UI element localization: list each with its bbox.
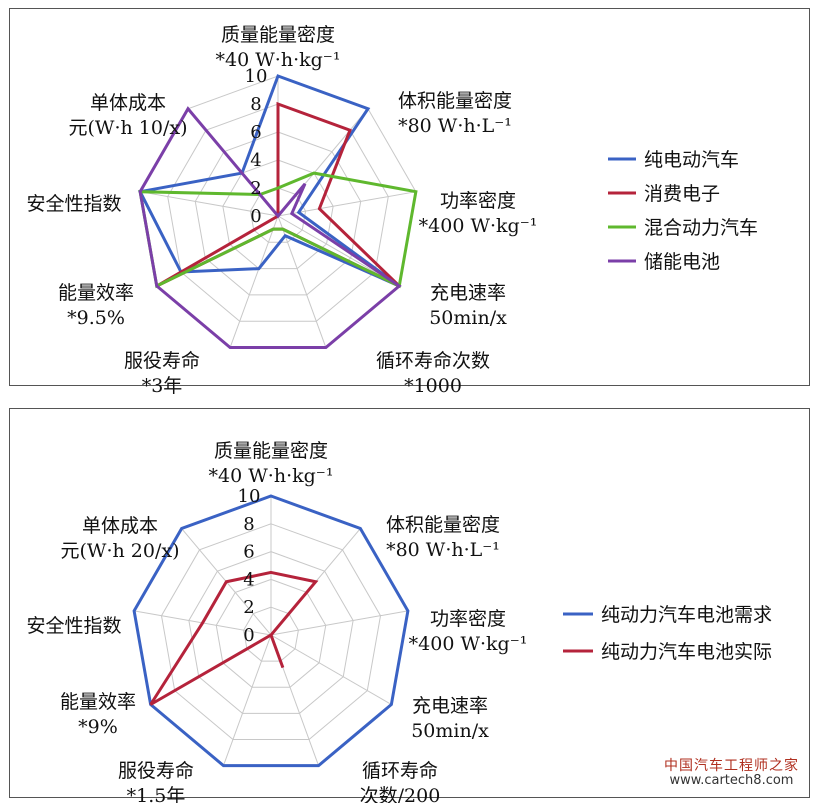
radar-tick-label: 2 — [250, 178, 261, 199]
radar-grid-ring — [215, 578, 327, 688]
radar-tick-label: 2 — [243, 597, 254, 618]
radar-axis-label: 质量能量密度 — [214, 440, 328, 462]
radar-axis-label: 元(W·h 20/x) — [61, 540, 180, 562]
radar-tick-label: 0 — [250, 206, 261, 227]
radar-series-line — [137, 74, 401, 288]
radar-spoke — [140, 191, 279, 217]
radar-chart-top: 0 2 4 6 8 10 质量能量密度 *40 W·h·kg⁻¹ 体积能量密度 *80 W·h·L… — [26, 24, 758, 397]
radar-axis-label: *80 W·h·L⁻¹ — [398, 115, 512, 137]
radar-axis-label: *3年 — [142, 375, 183, 397]
radar-axis-label: *1000 — [404, 375, 462, 397]
radar-tick-label: 10 — [245, 66, 268, 87]
legend-label: 纯动力汽车电池实际 — [601, 641, 772, 663]
radar-tick-label: 4 — [250, 150, 261, 171]
legend-label: 纯电动汽车 — [644, 149, 739, 171]
radar-tick-label: 6 — [250, 122, 261, 143]
radar-axis-label: *80 W·h·L⁻¹ — [386, 539, 500, 561]
radar-axis-label: 50min/x — [411, 720, 489, 742]
radar-spoke — [229, 215, 279, 348]
radar-axis-label: 能量效率 — [60, 691, 136, 713]
radar-series-line — [132, 494, 410, 768]
radar-axis-label: 安全性指数 — [26, 193, 121, 215]
radar-chart-panel-top: 0 2 4 6 8 10 质量能量密度 *40 W·h·kg⁻¹ 体积能量密度 *80 W·h·L… — [9, 8, 810, 397]
legend-label: 混合动力汽车 — [644, 217, 758, 239]
radar-series-line — [138, 106, 402, 350]
radar-axis-label: *9.5% — [67, 307, 125, 329]
radar-axis-label: *400 W·kg⁻¹ — [409, 633, 528, 655]
radar-tick-label: 10 — [238, 486, 261, 507]
radar-axis-label: 单体成本 — [82, 515, 158, 537]
radar-spoke — [277, 215, 400, 287]
radar-axis-label: 服役寿命 — [124, 350, 200, 372]
radar-axis-label: *40 W·h·kg⁻¹ — [209, 465, 334, 487]
radar-grid-ring — [222, 159, 334, 270]
radar-axis-label: 能量效率 — [58, 282, 134, 304]
radar-tick-label: 6 — [243, 542, 254, 563]
radar-tick-label: 0 — [243, 625, 254, 646]
radar-spoke — [277, 191, 416, 217]
radar-grid-ring — [243, 606, 299, 662]
radar-axis-label: *1.5年 — [127, 785, 186, 803]
radar-series-line — [138, 171, 418, 289]
radar-axis-label: 功率密度 — [440, 190, 516, 212]
watermark-line2: www.cartech8.com — [669, 773, 794, 789]
radar-axis-label: 服役寿命 — [118, 760, 194, 782]
radar-axis-label: 质量能量密度 — [221, 24, 335, 46]
legend-label: 储能电池 — [644, 251, 720, 273]
watermark-line1: 中国汽车工程师之家 — [664, 757, 799, 774]
radar-spoke — [222, 634, 272, 766]
radar-axis-label: *40 W·h·kg⁻¹ — [216, 49, 341, 71]
radar-tick-label: 8 — [243, 514, 254, 535]
radar-axis-label: 充电速率 — [412, 695, 488, 717]
radar-axis-label: 50min/x — [429, 307, 507, 329]
radar-axis-label: 充电速率 — [430, 282, 506, 304]
radar-series-line — [149, 570, 319, 706]
legend-label: 纯动力汽车电池需求 — [601, 604, 772, 626]
radar-axis-label: 体积能量密度 — [386, 514, 500, 536]
radar-axis-label: 体积能量密度 — [398, 90, 512, 112]
radar-axis-label: 安全性指数 — [26, 615, 121, 637]
radar-grid-ring — [188, 551, 354, 714]
radar-spoke — [270, 634, 392, 705]
radar-chart-panel-bottom: 0 2 4 6 8 10 质量能量密度 *40 W·h·kg⁻¹ 体积能量密度 *80 W·h·L… — [9, 408, 810, 803]
watermark: 中国汽车工程师之家 www.cartech8.com — [664, 758, 799, 789]
radar-axis-label: 循环寿命次数 — [376, 350, 490, 372]
radar-axis-label: *9% — [78, 716, 118, 738]
radar-axis-label: 循环寿命 — [362, 760, 438, 782]
radar-chart-bottom: 0 2 4 6 8 10 质量能量密度 *40 W·h·kg⁻¹ 体积能量密度 *80 W·h·L… — [26, 440, 772, 803]
radar-grid-ring — [160, 523, 382, 740]
radar-axis-label: *400 W·kg⁻¹ — [419, 215, 538, 237]
radar-spoke — [270, 610, 408, 636]
radar-axis-label: 元(W·h 10/x) — [69, 117, 188, 139]
legend-label: 消费电子 — [644, 183, 720, 205]
radar-axis-label: 功率密度 — [430, 608, 506, 630]
radar-axis-label: 次数/200 — [360, 785, 441, 803]
radar-grid-ring — [194, 131, 362, 296]
radar-tick-label: 4 — [243, 569, 254, 590]
radar-axis-label: 单体成本 — [90, 92, 166, 114]
radar-spoke — [277, 215, 327, 348]
radar-grid-ring — [167, 103, 389, 322]
radar-tick-label: 8 — [250, 94, 261, 115]
